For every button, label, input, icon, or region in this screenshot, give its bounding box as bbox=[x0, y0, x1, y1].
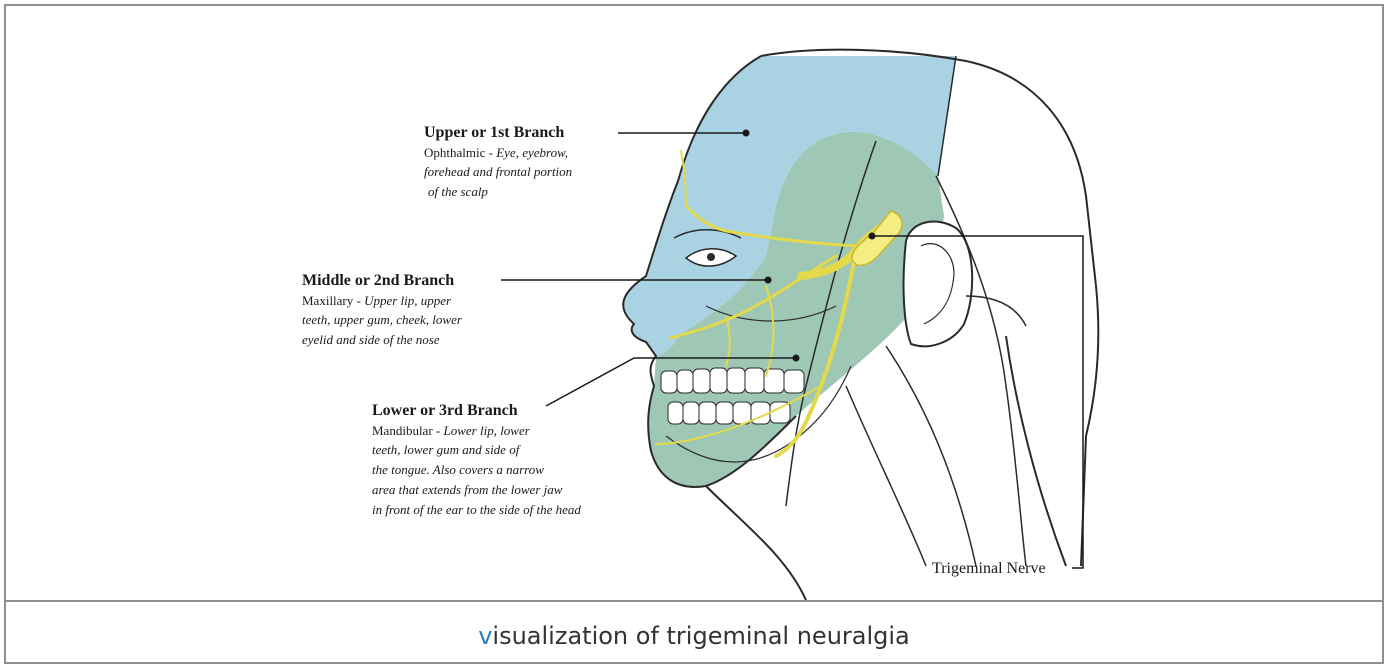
dot-upper bbox=[743, 130, 750, 137]
eye-pupil bbox=[707, 253, 715, 261]
dot-lower bbox=[793, 355, 800, 362]
ear-stub bbox=[966, 296, 1026, 326]
upper-branch-desc-line: Eye, eyebrow, bbox=[495, 145, 568, 160]
lower-branch-desc-line: area that extends from the lower jaw bbox=[372, 482, 563, 497]
neck-back bbox=[1006, 336, 1066, 566]
upper-branch-title: Upper or 1st Branch bbox=[424, 124, 564, 141]
dermatome-line-5 bbox=[846, 386, 926, 566]
lower-branch-desc-line: Lower lip, lower bbox=[442, 423, 530, 438]
dermatome-line-4 bbox=[886, 346, 976, 566]
middle-branch-desc: Maxillary - Upper lip, upper bbox=[302, 293, 452, 308]
trigeminal-nerve-label: Trigeminal Nerve bbox=[932, 560, 1046, 577]
lower-branch-lead: Mandibular - bbox=[372, 423, 443, 438]
figure-caption: visualization of trigeminal neuralgia bbox=[6, 622, 1382, 650]
middle-branch-lead: Maxillary - bbox=[302, 293, 364, 308]
ear bbox=[904, 222, 973, 347]
upper-branch-desc-line: of the scalp bbox=[428, 184, 488, 199]
figure-frame: Upper or 1st Branch Ophthalmic - Eye, ey… bbox=[4, 4, 1384, 664]
caption-first-letter: v bbox=[478, 622, 492, 650]
upper-branch-lead: Ophthalmic - bbox=[424, 145, 496, 160]
lower-branch-desc-line: the tongue. Also covers a narrow bbox=[372, 462, 544, 477]
upper-branch-desc: Ophthalmic - Eye, eyebrow, bbox=[424, 145, 568, 160]
lower-branch-desc-line: in front of the ear to the side of the h… bbox=[372, 502, 581, 517]
middle-branch-desc-line: Upper lip, upper bbox=[364, 293, 452, 308]
neck-front bbox=[706, 486, 806, 600]
lower-branch-desc: Mandibular - Lower lip, lower bbox=[372, 423, 531, 438]
lower-teeth bbox=[668, 402, 790, 424]
dot-nerve bbox=[869, 233, 876, 240]
middle-branch-desc-line: teeth, upper gum, cheek, lower bbox=[302, 312, 463, 327]
dot-middle bbox=[765, 277, 772, 284]
upper-teeth bbox=[661, 368, 804, 393]
upper-branch-desc-line: forehead and frontal portion bbox=[424, 164, 572, 179]
lower-branch-title: Lower or 3rd Branch bbox=[372, 402, 518, 419]
middle-branch-title: Middle or 2nd Branch bbox=[302, 272, 454, 289]
middle-branch-desc-line: eyelid and side of the nose bbox=[302, 332, 440, 347]
caption-text: isualization of trigeminal neuralgia bbox=[492, 622, 909, 650]
lower-branch-desc-line: teeth, lower gum and side of bbox=[372, 442, 522, 457]
trigeminal-diagram: Upper or 1st Branch Ophthalmic - Eye, ey… bbox=[6, 6, 1382, 600]
caption-divider bbox=[6, 600, 1382, 602]
